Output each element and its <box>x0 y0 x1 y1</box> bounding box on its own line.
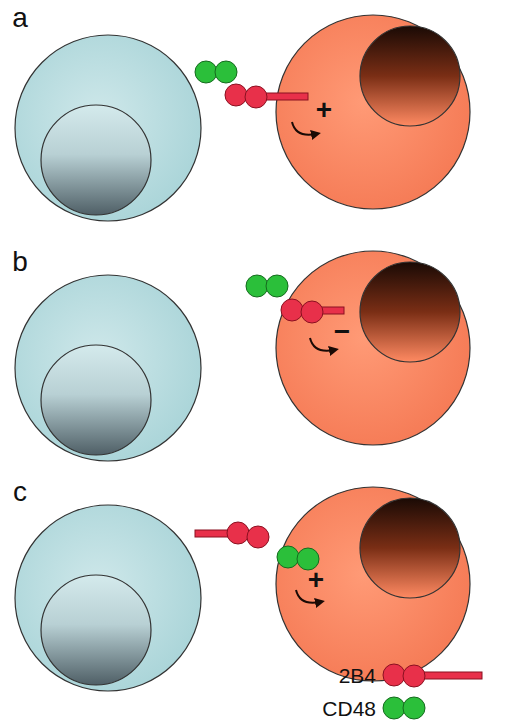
target-cell <box>15 275 201 461</box>
cd48-molecule <box>246 275 288 297</box>
panel-letter: a <box>12 4 28 32</box>
legend-2b4-symbol <box>383 664 482 687</box>
legend-label: CD48 <box>322 698 376 719</box>
legend-cd48-symbol <box>383 697 425 719</box>
2b4-receptor <box>195 522 269 548</box>
panel-letter: b <box>12 248 28 276</box>
signal-sign: + <box>308 566 324 594</box>
signal-arrow <box>310 338 334 351</box>
cd48-molecule <box>195 61 237 83</box>
nucleus <box>41 105 151 215</box>
nucleus <box>41 345 151 455</box>
nk-cell <box>276 15 470 209</box>
target-cell <box>15 505 201 691</box>
legend-label: 2B4 <box>339 665 376 686</box>
panel-c <box>15 487 470 691</box>
signal-sign: + <box>316 96 332 124</box>
nucleus <box>41 575 151 685</box>
panel-a <box>15 15 470 221</box>
nucleus <box>360 262 460 362</box>
nucleus <box>360 26 460 126</box>
target-cell <box>15 35 201 221</box>
nk-cell <box>276 251 470 445</box>
signal-sign: − <box>334 318 350 346</box>
nk-cell <box>276 487 470 681</box>
panel-b <box>15 251 470 461</box>
panel-letter: c <box>13 478 27 506</box>
2b4-receptor <box>225 84 308 108</box>
nucleus <box>360 498 460 598</box>
signal-arrow <box>292 122 316 135</box>
